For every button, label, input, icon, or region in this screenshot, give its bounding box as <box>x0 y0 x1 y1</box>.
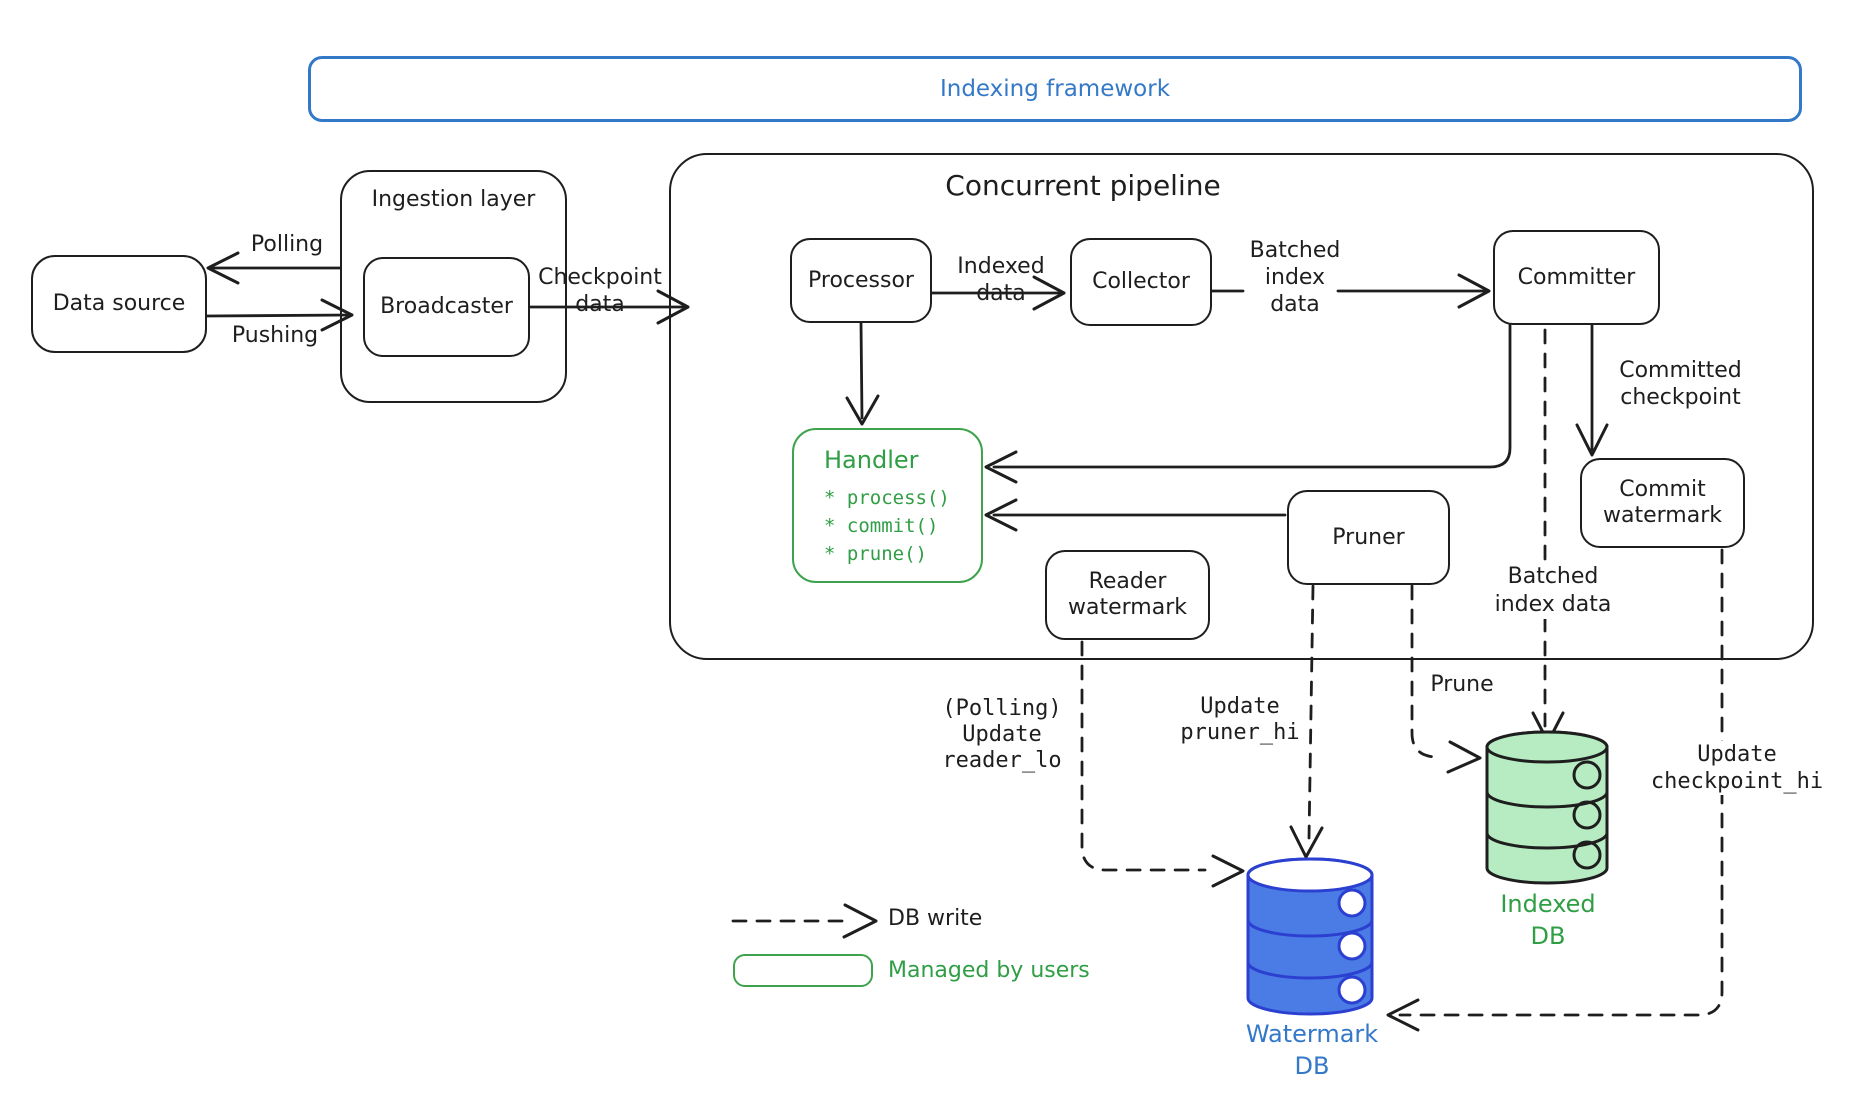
pruner-handler-arrowhead <box>984 498 1018 532</box>
handler-method-prune: * prune() <box>824 543 927 565</box>
processor-to-handler-line <box>859 321 864 420</box>
batched-index-data-label: Batched index data <box>1249 238 1341 317</box>
broadcaster-node: Broadcaster <box>363 257 530 357</box>
indexed-db-label: Indexed DB <box>1500 890 1596 950</box>
checkpoint-hi-arrowhead <box>1386 998 1420 1032</box>
committer-to-handler-line <box>992 323 1512 469</box>
processor-node: Processor <box>790 238 932 323</box>
handler-method-commit: * commit() <box>824 515 939 537</box>
data-source-node: Data source <box>31 255 207 353</box>
indexed-data-label: Indexed data <box>957 254 1045 306</box>
ingestion-layer-label: Ingestion layer <box>371 187 536 212</box>
pushing-label: Pushing <box>231 323 319 348</box>
handler-title: Handler <box>824 446 919 474</box>
polling-arrowhead <box>206 251 240 285</box>
prune-arrowhead <box>1446 740 1482 774</box>
update-pruner-hi-label: Update pruner_hi <box>1180 694 1300 745</box>
committer-handler-arrowhead <box>984 450 1018 484</box>
indexed-db-icon <box>1485 730 1609 885</box>
indexing-framework-frame: Indexing framework <box>308 56 1802 122</box>
handler-node: Handler * process() * commit() * prune() <box>792 428 983 583</box>
commit-watermark-node: Commit watermark <box>1580 458 1745 548</box>
legend-db-write-label: DB write <box>888 906 983 931</box>
legend-arrowhead <box>842 903 878 939</box>
reader-watermark-node: Reader watermark <box>1045 550 1210 640</box>
handler-method-process: * process() <box>824 487 950 509</box>
reader-db-arrowhead <box>1211 854 1245 888</box>
batched-index-data-to-db-label: Batched index data <box>1478 563 1628 619</box>
polling-update-reader-lo-label: (Polling) Update reader_lo <box>942 696 1062 773</box>
pushing-arrow-line <box>205 313 352 318</box>
watermark-db-label: Watermark DB <box>1245 1020 1379 1080</box>
indexed-data-arrowhead <box>1032 275 1066 311</box>
watermark-db-icon <box>1246 857 1374 1016</box>
pruner-node: Pruner <box>1287 490 1450 585</box>
reader-watermark-to-watermark-db-line <box>1080 640 1207 872</box>
concurrent-pipeline-label: Concurrent pipeline <box>945 169 1221 202</box>
ingestion-layer-box <box>340 170 567 403</box>
prune-label: Prune <box>1430 672 1494 697</box>
polling-label: Polling <box>250 232 324 257</box>
collector-node: Collector <box>1070 238 1212 326</box>
indexing-framework-title: Indexing framework <box>939 76 1171 102</box>
pruner-hi-arrowhead <box>1289 825 1324 859</box>
concurrent-pipeline-box <box>669 153 1814 660</box>
committer-node: Committer <box>1493 230 1660 325</box>
update-checkpoint-hi-label: Update checkpoint_hi <box>1626 741 1848 795</box>
commit-watermark-to-watermark-db-line <box>1398 548 1724 1017</box>
committed-checkpoint-label: Committed checkpoint <box>1619 358 1742 410</box>
batched-index-arrowhead <box>1457 273 1491 309</box>
pushing-arrowhead <box>320 298 354 332</box>
legend-managed-by-users-label: Managed by users <box>888 958 1090 983</box>
checkpoint-data-label: Checkpoint data <box>538 265 662 317</box>
legend-managed-box <box>733 954 873 987</box>
checkpoint-arrowhead <box>656 289 690 325</box>
committed-checkpoint-arrowhead <box>1575 423 1609 457</box>
processor-handler-arrowhead <box>845 394 880 426</box>
pruner-to-watermark-db-line <box>1307 584 1315 840</box>
prune-to-indexed-db-line <box>1410 584 1444 759</box>
